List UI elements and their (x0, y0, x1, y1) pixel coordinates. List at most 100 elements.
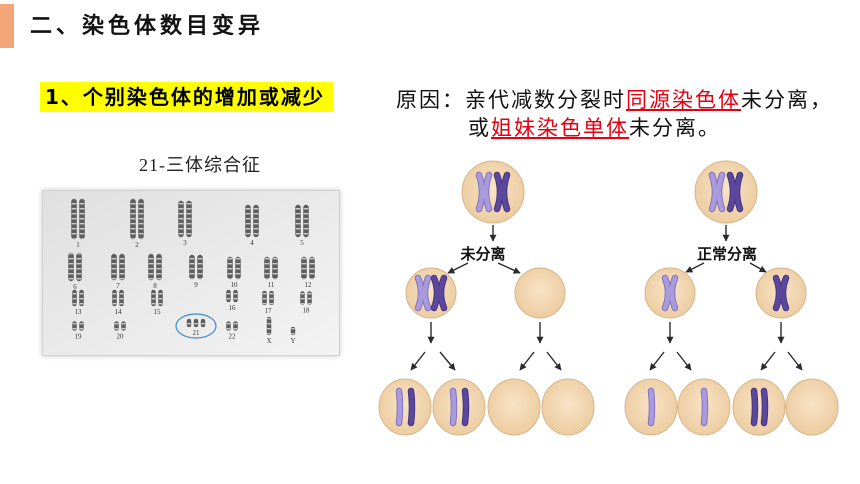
chromosome-number-label: 2 (135, 241, 139, 249)
chromosome-pair-19 (72, 321, 84, 331)
single-chromatid-dark (760, 387, 769, 427)
duplicated-chromosome-dark (772, 274, 790, 312)
chromosome-pair-8 (148, 253, 162, 281)
chromatid (751, 388, 758, 426)
cell-membrane (694, 160, 758, 224)
daughter-cell (755, 267, 807, 319)
gamete-cell-empty (541, 378, 595, 436)
chromatid (780, 275, 789, 311)
chromatid (462, 388, 469, 426)
cause-text: 或 (468, 116, 491, 140)
chromatid (408, 388, 415, 426)
karyotype-chromosome (121, 321, 126, 331)
gamete-cell-empty (785, 378, 839, 436)
daughter-cell (405, 267, 457, 319)
chromatid (450, 388, 457, 426)
chromosome-pair-17 (262, 290, 274, 306)
chromosome-pair-7 (111, 253, 125, 281)
karyotype-chromosome (71, 198, 77, 240)
chromatid (761, 388, 768, 426)
chromosome-number-label: 7 (116, 282, 120, 290)
parent-cell (461, 160, 525, 224)
chromatid (734, 172, 743, 212)
chromosome-pair-3 (178, 200, 192, 238)
karyotype-chromosome (79, 321, 84, 331)
chromosome-pair-15 (151, 289, 163, 307)
arrow (439, 351, 456, 371)
sister-chromatids-emphasis: 姐妹染色单体 (491, 116, 629, 140)
chromosome-number-label: 22 (229, 333, 237, 341)
cell-membrane (514, 267, 566, 319)
arrow (546, 351, 562, 371)
single-chromatid-light (700, 387, 709, 427)
single-chromatid-light (449, 387, 458, 427)
chromatid (648, 388, 655, 426)
karyotype-chromosome (253, 204, 259, 238)
chromosome-pair-2 (130, 198, 144, 240)
chromosome-number-label: 4 (250, 239, 254, 247)
duplicated-chromosome-light (414, 274, 432, 312)
diagram-cells (378, 160, 839, 436)
karyotype-chromosome (233, 289, 238, 303)
single-chromatid-dark (750, 387, 759, 427)
karyotype-chromosome (189, 254, 195, 280)
chromatid (727, 172, 736, 212)
chromosome-number-label: 11 (268, 281, 275, 289)
karyotype-chromosome (158, 289, 163, 307)
karyotype-chromosome (186, 200, 192, 238)
subheading-highlight: 1、个别染色体的增加或减少 (40, 82, 333, 112)
chromosome-number-label: 14 (115, 308, 123, 316)
chromosome-number-label: 10 (231, 281, 239, 289)
chromosome-pair-14 (112, 289, 124, 307)
chromosome-number-label: 6 (73, 283, 77, 291)
karyotype-chromosome (178, 200, 184, 238)
karyotype-chromosome (112, 289, 117, 307)
karyotype-chromosome (68, 252, 74, 282)
duplicated-chromosome-light (708, 171, 726, 213)
karyotype-chromosome (264, 256, 270, 280)
cause-line-2: 或姐妹染色单体未分离。 (468, 114, 721, 142)
karyotype-chromosome (226, 289, 231, 303)
section-title: 二、染色体数目变异 (30, 14, 265, 39)
chromosome-pair-21 (186, 318, 206, 328)
homologous-chromosomes-emphasis: 同源染色体 (626, 88, 741, 112)
duplicated-chromosome-light (661, 274, 679, 312)
chromosome-number-label: 19 (75, 333, 83, 341)
karyotype-chromosome (193, 318, 199, 328)
chromosome-pair-5 (295, 204, 309, 238)
chromosome-number-label: 1 (76, 241, 80, 249)
arrow (685, 262, 705, 273)
arrow (410, 351, 426, 371)
cause-line-1: 原因：亲代减数分裂时同源染色体未分离， (396, 86, 833, 114)
karyotype-chromosome (235, 256, 241, 280)
chromosome-pair-18 (300, 291, 312, 305)
gamete-cell (677, 378, 731, 436)
gamete-cell (378, 378, 432, 436)
karyotype-chromosome (309, 256, 315, 280)
arrow (497, 262, 521, 274)
karyotype-chromosome (300, 291, 305, 305)
single-chromatid-dark (461, 387, 470, 427)
karyotype-chromosome (266, 316, 272, 336)
arrow (519, 351, 535, 371)
chromatid (701, 388, 708, 426)
chromatid (773, 275, 782, 311)
chromosome-pair-13 (72, 289, 84, 307)
chromosome-number-label: 21 (193, 329, 201, 337)
karyotype-chromosome (200, 318, 206, 328)
chromatid (494, 172, 503, 212)
chromosome-pair-16 (226, 289, 238, 303)
arrow (676, 351, 692, 371)
chromatid (415, 275, 424, 311)
arrow (787, 351, 803, 371)
chromosome-number-label: 8 (153, 282, 157, 290)
chromosome-number-label: 5 (300, 239, 304, 247)
parent-cell (694, 160, 758, 224)
karyotype-chromosome (119, 289, 124, 307)
chromosome-pair-6 (68, 252, 82, 282)
cell-membrane (541, 378, 595, 436)
duplicated-chromosome-dark (726, 171, 744, 213)
chromosome-number-label: X (266, 337, 271, 345)
